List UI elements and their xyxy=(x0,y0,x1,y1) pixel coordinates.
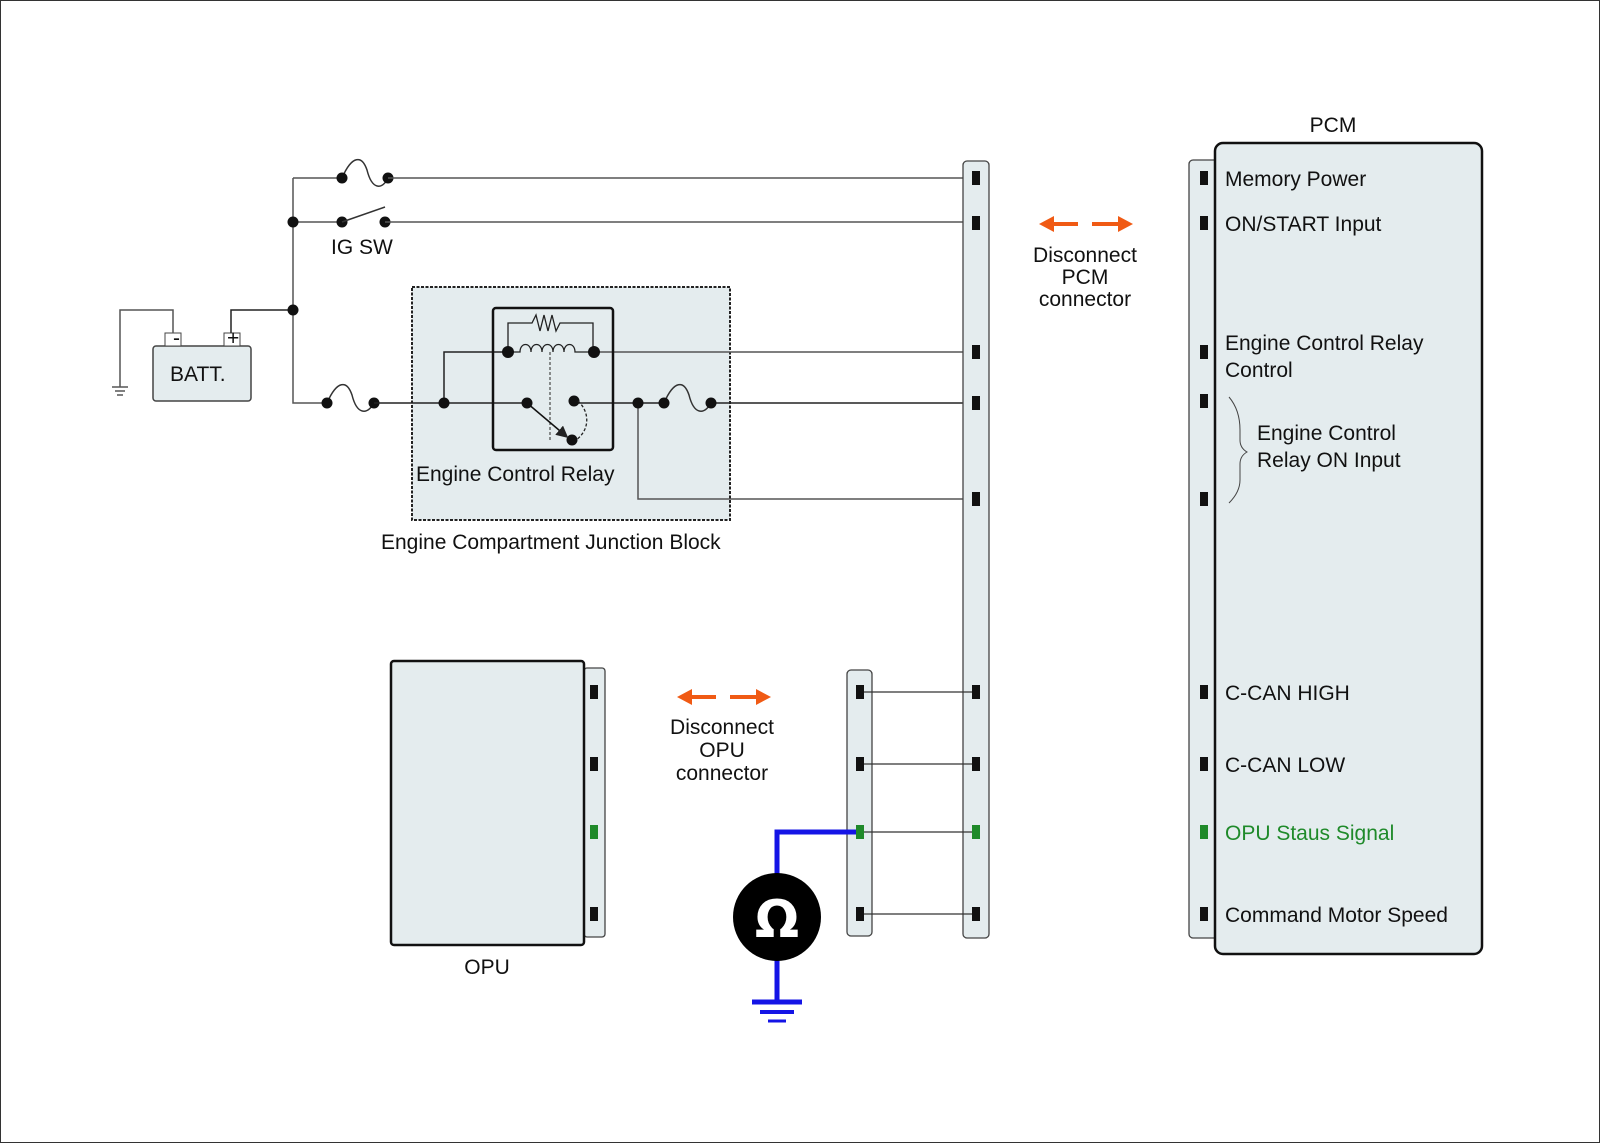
junction-dot xyxy=(438,397,450,409)
power-bus xyxy=(292,177,342,404)
ig-switch-label: IG SW xyxy=(331,236,393,259)
pcm-pin-ecr-control: Engine Control Relay xyxy=(1225,332,1424,355)
pcm-pin-memory-power: Memory Power xyxy=(1225,168,1366,191)
svg-text:Disconnect: Disconnect xyxy=(670,716,774,739)
pcm-title: PCM xyxy=(1310,114,1357,137)
fuse-ecr xyxy=(658,384,717,416)
pcm-pin-ecr-on-input: Engine Control xyxy=(1257,422,1396,445)
battery-neg-terminal: - xyxy=(173,327,180,350)
junction-dot xyxy=(287,216,299,228)
pcm-pin-c-can-low: C-CAN LOW xyxy=(1225,754,1345,777)
junction-dot xyxy=(632,397,644,409)
relay-label: Engine Control Relay xyxy=(416,463,615,486)
svg-text:connector: connector xyxy=(1039,288,1131,311)
junction-block-label: Engine Compartment Junction Block xyxy=(381,531,721,554)
junction-dot xyxy=(287,304,299,316)
pcm-pin-c-can-high: C-CAN HIGH xyxy=(1225,682,1350,705)
svg-text:Disconnect: Disconnect xyxy=(1033,244,1137,267)
disconnect-arrows-icon xyxy=(1039,216,1133,232)
battery: - + BATT. xyxy=(152,327,252,402)
ohm-icon: Ω xyxy=(755,890,799,950)
engine-control-relay: Engine Control Relay xyxy=(416,306,615,486)
ohmmeter: Ω xyxy=(733,829,856,1023)
fuse-memory xyxy=(336,159,976,187)
pcm-pin-command-motor-speed: Command Motor Speed xyxy=(1225,904,1448,927)
opu-module: OPU xyxy=(389,659,606,979)
pcm-pin-ecr-on-input-line2: Relay ON Input xyxy=(1257,449,1401,472)
battery-label: BATT. xyxy=(170,363,226,386)
svg-text:PCM: PCM xyxy=(1062,266,1109,289)
pcm-pin-opu-status-signal: OPU Staus Signal xyxy=(1225,822,1394,845)
brace-icon xyxy=(1228,396,1249,504)
ig-switch: IG SW xyxy=(331,206,976,259)
fuse-relay-feed xyxy=(321,384,380,412)
pcm-module: PCM Memory Power ON/START Input Engine C… xyxy=(1188,114,1484,956)
battery-pos-terminal: + xyxy=(227,327,239,350)
pcm-disconnect-indicator: Disconnect PCM connector xyxy=(1033,216,1137,311)
harness-connector-pcm-side xyxy=(962,160,990,939)
pcm-pin-on-start-input: ON/START Input xyxy=(1225,213,1382,236)
opu-disconnect-indicator: Disconnect OPU connector xyxy=(670,689,774,785)
disconnect-arrows-icon xyxy=(677,689,771,705)
harness-connector-opu-side xyxy=(846,669,873,937)
pcm-pin-ecr-control-line2: Control xyxy=(1225,359,1293,382)
battery-positive-wire xyxy=(230,309,293,333)
svg-text:OPU: OPU xyxy=(699,739,745,762)
can-wires xyxy=(864,691,972,915)
opu-title: OPU xyxy=(464,956,510,979)
battery-ground-wire xyxy=(112,309,174,396)
svg-text:connector: connector xyxy=(676,762,768,785)
